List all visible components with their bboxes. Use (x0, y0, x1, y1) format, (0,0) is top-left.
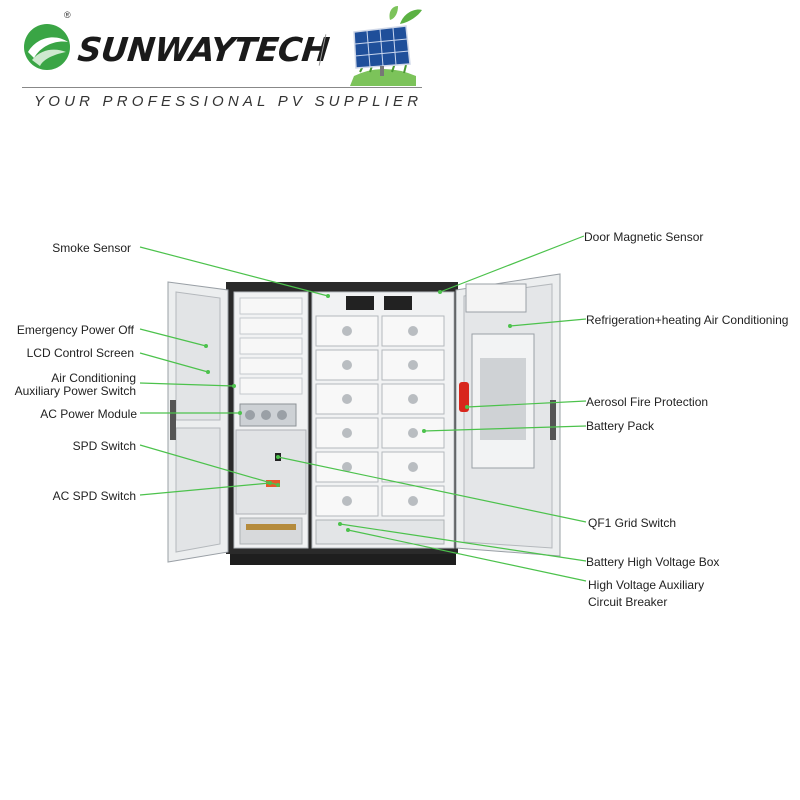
cabinet-plinth (230, 553, 456, 565)
label-circuit-breaker: Circuit Breaker (588, 595, 668, 609)
label-air-conditioning-unit: Refrigeration+heating Air Conditioning (586, 313, 789, 327)
brand-header: ® SUNWAYTECH YOUR PROFESSIONAL PV SUPPLI… (0, 0, 800, 120)
label-aerosol-fire-protection: Aerosol Fire Protection (586, 395, 709, 409)
registered-mark: ® (64, 10, 71, 20)
tagline: YOUR PROFESSIONAL PV SUPPLIER (34, 93, 423, 110)
label-lcd-control-screen: LCD Control Screen (26, 346, 134, 360)
label-ac-power-module: AC Power Module (40, 407, 137, 421)
label-door-magnetic-sensor: Door Magnetic Sensor (584, 230, 704, 244)
air-conditioner-top (465, 283, 527, 313)
battery-fan-icons (342, 326, 418, 506)
label-auxiliary-power-switch: Auxiliary Power Switch (14, 384, 136, 398)
label-high-voltage-auxiliary: High Voltage Auxiliary (588, 578, 705, 592)
sunwaytech-logo-icon (24, 24, 70, 70)
label-ac-spd-switch: AC SPD Switch (52, 489, 136, 503)
power-module-shelves (239, 297, 303, 395)
high-voltage-box (315, 519, 445, 545)
solar-panel-icon (350, 6, 422, 86)
leader-arrowheads (204, 290, 512, 532)
label-emergency-power-off: Emergency Power Off (16, 323, 134, 337)
label-qf1-grid-switch: QF1 Grid Switch (588, 516, 677, 530)
switch-panel (235, 429, 307, 515)
fire-extinguisher-icon (459, 382, 469, 412)
label-smoke-sensor: Smoke Sensor (52, 241, 131, 255)
terminal-strip (239, 517, 303, 545)
label-air-conditioning: Air Conditioning (51, 371, 136, 385)
label-spd-switch: SPD Switch (72, 439, 136, 453)
leader-lines (139, 235, 587, 582)
label-battery-pack: Battery Pack (586, 419, 655, 433)
header-rule (22, 87, 422, 88)
label-battery-high-voltage-box: Battery High Voltage Box (586, 555, 720, 569)
